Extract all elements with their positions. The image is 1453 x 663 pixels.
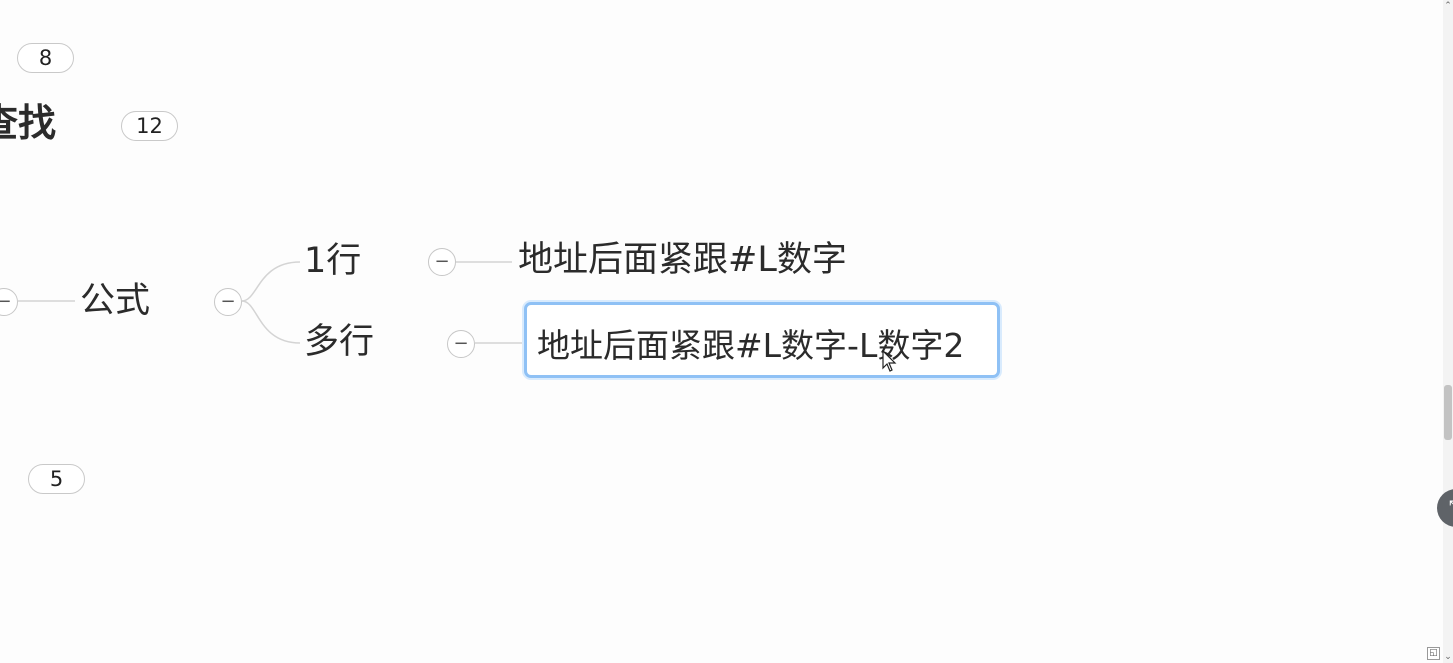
collapse-minus-icon[interactable]: − — [447, 330, 475, 358]
resize-corner-icon[interactable]: ◱ — [1427, 647, 1440, 660]
topic-single-line-detail[interactable]: 地址后面紧跟#L数字 — [518, 240, 847, 280]
selected-topic-editor[interactable] — [524, 302, 1000, 378]
topic-partial-title[interactable]: 查找 — [0, 100, 57, 145]
collapse-minus-icon[interactable]: − — [428, 248, 456, 276]
topic-formula[interactable]: 公式 — [80, 281, 151, 321]
mouse-cursor-icon — [882, 350, 897, 372]
scrollbar-thumb[interactable] — [1444, 385, 1452, 440]
count-badge-second[interactable]: 12 — [121, 111, 178, 141]
chevron-up-icon[interactable]: ⌃ — [1444, 1, 1452, 11]
topic-multi-line[interactable]: 多行 — [304, 322, 375, 362]
collapse-minus-icon[interactable]: − — [214, 288, 242, 316]
count-badge-top[interactable]: 8 — [17, 43, 74, 73]
collapse-minus-icon[interactable]: − — [0, 288, 18, 316]
count-badge-bottom[interactable]: 5 — [28, 464, 85, 494]
floating-action-icon[interactable]: ⤡ — [1437, 489, 1453, 527]
chevron-down-icon[interactable]: ⌄ — [1444, 652, 1452, 662]
topic-single-line[interactable]: 1行 — [304, 241, 362, 281]
topic-multi-line-detail[interactable]: 地址后面紧跟#L数字-L数字2 — [537, 326, 965, 365]
formula-to-multi-line — [241, 300, 301, 344]
vertical-scrollbar[interactable]: ⌃ ⌄ — [1443, 0, 1453, 663]
formula-to-single-line — [241, 261, 301, 302]
